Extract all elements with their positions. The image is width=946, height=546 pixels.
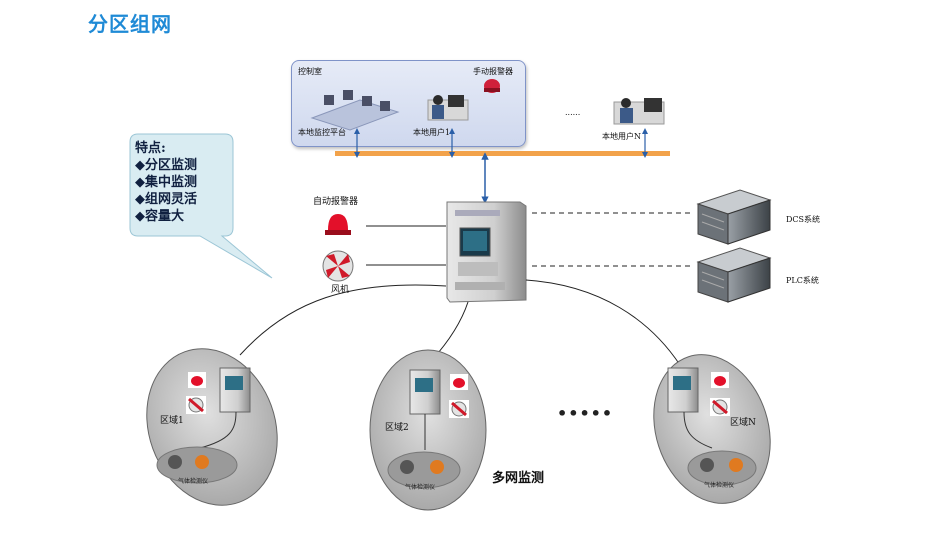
zone1-detector-b bbox=[195, 455, 209, 469]
fan-label: 风机 bbox=[331, 285, 350, 295]
zone2-label: 区域2 bbox=[385, 423, 409, 433]
manual-alarm-label: 手动报警器 bbox=[473, 67, 513, 76]
zone2-detector-b bbox=[430, 460, 444, 474]
dcs-label: DCS系统 bbox=[786, 215, 821, 224]
zone-ellipsis: ••••• bbox=[557, 404, 614, 423]
zone1-ellipse bbox=[146, 348, 278, 506]
zone1-controller bbox=[219, 367, 251, 413]
feature-item: ◆组网灵活 bbox=[135, 192, 197, 207]
zoneN-ellipse bbox=[653, 354, 771, 504]
local-user1-icon bbox=[427, 95, 469, 121]
page-title: 分区组网 bbox=[88, 12, 172, 36]
zone1-alarm bbox=[191, 376, 203, 386]
zone2-detector-label: 气体检测仪 bbox=[405, 484, 436, 491]
auto-alarm-icon bbox=[325, 214, 351, 235]
zoneN-alarm bbox=[714, 376, 726, 386]
plc-label: PLC系统 bbox=[786, 276, 819, 285]
callout-bubble bbox=[129, 133, 273, 279]
zone1-detector-label: 气体检测仪 bbox=[178, 478, 209, 485]
zoneN-detector-a bbox=[700, 458, 714, 472]
zone2-alarm bbox=[453, 378, 465, 388]
dcs-server-icon bbox=[696, 189, 772, 245]
local-platform-label: 本地监控平台 bbox=[298, 128, 346, 137]
fan-icon bbox=[322, 250, 354, 282]
ellipsis-users: ...... bbox=[565, 108, 581, 117]
zoneN-detector-b bbox=[729, 458, 743, 472]
control-room-label: 控制室 bbox=[298, 67, 322, 76]
zoneN-label: 区域N bbox=[730, 418, 756, 428]
auto-alarm-label: 自动报警器 bbox=[313, 197, 359, 207]
local-user1-label: 本地用户1 bbox=[413, 128, 451, 137]
features-heading: 特点: bbox=[135, 141, 166, 156]
feature-item: ◆分区监测 bbox=[135, 158, 197, 173]
features-callout: 特点: ◆分区监测 ◆集中监测 ◆组网灵活 ◆容量大 bbox=[135, 140, 227, 225]
zone2-controller bbox=[409, 369, 441, 415]
plc-server-icon bbox=[696, 247, 772, 303]
local-userN-icon bbox=[613, 98, 665, 125]
manual-alarm-icon bbox=[484, 79, 500, 93]
zoneN-controller bbox=[667, 367, 699, 413]
main-controller-cabinet bbox=[446, 201, 527, 303]
local-monitoring-platform-icon bbox=[310, 90, 400, 131]
local-userN-label: 本地用户N bbox=[602, 132, 641, 141]
zone1-detector-a bbox=[168, 455, 182, 469]
zone2-detector-a bbox=[400, 460, 414, 474]
zone1-label: 区域1 bbox=[160, 416, 184, 426]
communication-bus bbox=[335, 151, 670, 156]
feature-item: ◆容量大 bbox=[135, 209, 184, 224]
zoneN-detector-label: 气体检测仪 bbox=[704, 482, 735, 489]
multi-network-label: 多网监测 bbox=[492, 471, 545, 486]
feature-item: ◆集中监测 bbox=[135, 175, 197, 190]
